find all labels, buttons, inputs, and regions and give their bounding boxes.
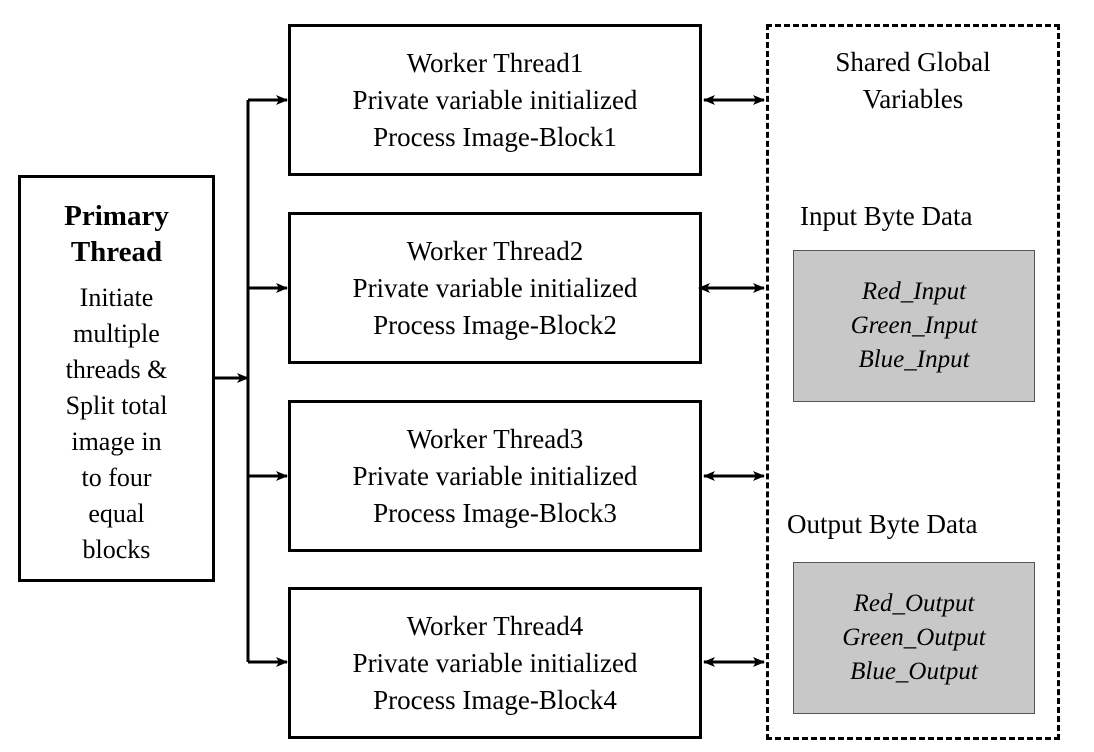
primary-thread-title: Primary Thread	[21, 198, 212, 270]
input-var-green: Green_Input	[850, 312, 978, 339]
shared-title-line2: Variables	[862, 84, 964, 114]
worker-thread-name: Worker Thread3	[406, 423, 584, 454]
primary-desc-line: to four	[81, 463, 152, 492]
shared-global-variables-region	[766, 24, 1060, 740]
worker-thread-name: Worker Thread4	[406, 610, 584, 641]
input-byte-data-box: Red_Input Green_Input Blue_Input	[793, 250, 1035, 402]
primary-desc-line: Initiate	[79, 283, 154, 312]
worker-thread-private-var: Private variable initialized	[352, 647, 638, 678]
primary-title-line2: Thread	[70, 236, 163, 268]
input-var-red: Red_Input	[861, 278, 967, 305]
primary-desc-line: threads &	[65, 355, 168, 384]
primary-desc-line: multiple	[73, 319, 160, 348]
worker-thread-private-var: Private variable initialized	[352, 460, 638, 491]
shared-title-line1: Shared Global	[835, 47, 991, 77]
output-var-red: Red_Output	[853, 590, 975, 617]
input-var-blue: Blue_Input	[858, 346, 970, 373]
primary-desc-line: image in	[71, 427, 162, 456]
worker-thread-name: Worker Thread1	[406, 47, 584, 78]
worker-thread-private-var: Private variable initialized	[352, 84, 638, 115]
input-byte-data-label: Input Byte Data	[800, 201, 973, 231]
worker-thread-process-block: Process Image-Block4	[373, 684, 617, 715]
output-byte-data-box: Red_Output Green_Output Blue_Output	[793, 562, 1035, 714]
worker-thread-1-box: Worker Thread1 Private variable initiali…	[288, 24, 702, 176]
primary-desc-line: equal	[88, 499, 145, 528]
worker-thread-4-box: Worker Thread4 Private variable initiali…	[288, 587, 702, 739]
worker-thread-private-var: Private variable initialized	[352, 272, 638, 303]
primary-desc-line: blocks	[82, 535, 151, 564]
output-var-green: Green_Output	[842, 624, 986, 651]
shared-global-variables-title: Shared Global Variables	[766, 44, 1060, 118]
worker-thread-process-block: Process Image-Block2	[373, 309, 617, 340]
output-var-blue: Blue_Output	[850, 658, 978, 685]
worker-thread-process-block: Process Image-Block3	[373, 497, 617, 528]
primary-desc-line: Split total	[65, 391, 168, 420]
primary-thread-description: Initiate multiple threads & Split total …	[21, 280, 212, 568]
output-byte-data-label: Output Byte Data	[787, 509, 978, 539]
primary-thread-box: Primary Thread Initiate multiple threads…	[18, 175, 215, 582]
worker-thread-process-block: Process Image-Block1	[373, 121, 617, 152]
worker-thread-2-box: Worker Thread2 Private variable initiali…	[288, 212, 702, 364]
worker-thread-name: Worker Thread2	[406, 235, 584, 266]
worker-thread-3-box: Worker Thread3 Private variable initiali…	[288, 400, 702, 552]
primary-title-line1: Primary	[64, 200, 169, 232]
